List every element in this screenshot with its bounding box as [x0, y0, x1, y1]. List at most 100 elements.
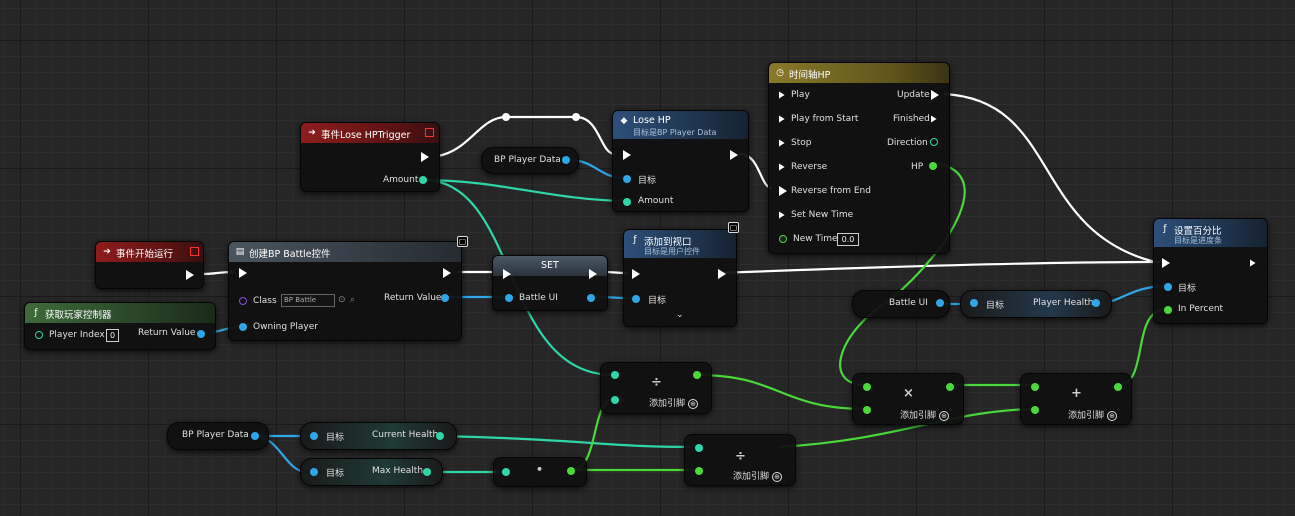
divisor-in-pin[interactable] [611, 396, 619, 404]
target-in-pin[interactable] [1164, 283, 1172, 291]
product-out-pin[interactable] [946, 383, 954, 391]
return-value-pin[interactable] [441, 294, 449, 302]
add-pin-button[interactable]: 添加引脚⊕ [733, 469, 783, 482]
new-time-label: New Time [793, 234, 838, 244]
event-lose-hp-trigger-node[interactable]: ➔ 事件Lose HPTrigger Amount [300, 122, 440, 192]
battle-ui-variable-node[interactable]: Battle UI [852, 290, 950, 318]
expand-chevron-icon[interactable]: ⌄ [676, 310, 684, 320]
play-from-start-pin[interactable] [779, 114, 787, 124]
exec-in-pin[interactable] [1162, 258, 1170, 268]
class-browse-icon[interactable]: ⊙ [338, 295, 346, 305]
lose-hp-function-node[interactable]: ◆ Lose HP 目标是BP Player Data 目标 Amount [612, 110, 749, 212]
add-to-viewport-node[interactable]: ƒ 添加到视口 目标是用户控件 ▢ 目标 ⌄ [623, 222, 739, 327]
max-health-getter-node[interactable]: 目标 Max Health [300, 458, 443, 486]
exec-in-pin[interactable] [623, 150, 631, 160]
set-battle-ui-node[interactable]: SET Battle UI [492, 255, 608, 311]
max-health-out-pin[interactable] [423, 468, 431, 476]
add-pin-button[interactable]: 添加引脚⊕ [1068, 408, 1118, 421]
set-new-time-pin[interactable] [779, 210, 787, 220]
dividend-in-pin[interactable] [611, 371, 619, 379]
variable-out-pin[interactable] [251, 432, 259, 440]
target-in-pin[interactable] [310, 468, 318, 476]
delegate-pin[interactable] [425, 128, 434, 137]
exec-in-pin[interactable] [632, 269, 640, 279]
amount-in-pin[interactable] [623, 198, 631, 206]
exec-in-pin[interactable] [503, 269, 511, 279]
reverse-pin[interactable] [779, 162, 787, 172]
convert-out-pin[interactable] [567, 467, 575, 475]
player-index-pin[interactable] [35, 331, 43, 339]
dividend-in-pin[interactable] [695, 444, 703, 452]
current-health-getter-node[interactable]: 目标 Current Health [300, 422, 457, 450]
set-percent-node[interactable]: ƒ 设置百分比 目标是进度条 目标 In Percent [1153, 218, 1268, 324]
battle-ui-in-pin[interactable] [505, 294, 513, 302]
reverse-from-end-pin[interactable] [779, 186, 787, 196]
create-widget-node[interactable]: ▤ 创建BP Battle控件 ▢ Class BP Battle ⊙ ⌕ Re… [228, 236, 468, 341]
hp-out-pin[interactable] [929, 162, 937, 170]
exec-out-pin[interactable] [589, 269, 597, 279]
target-in-pin[interactable] [970, 299, 978, 307]
target-in-pin[interactable] [310, 432, 318, 440]
add-node[interactable]: + 添加引脚⊕ [1020, 373, 1132, 425]
amount-out-pin[interactable] [419, 176, 427, 184]
divide-node-2[interactable]: ÷ 添加引脚⊕ [684, 434, 796, 486]
delegate-pin[interactable] [190, 247, 199, 256]
multiply-symbol: × [903, 386, 914, 401]
target-in-pin[interactable] [623, 175, 631, 183]
current-health-out-pin[interactable] [436, 432, 444, 440]
b-in-pin[interactable] [1031, 406, 1039, 414]
finished-pin[interactable] [931, 114, 939, 124]
player-index-input[interactable]: 0 [106, 329, 119, 342]
play-label: Play [791, 90, 810, 100]
bp-player-data-variable-node-2[interactable]: BP Player Data [167, 422, 269, 450]
get-player-controller-node[interactable]: ƒ 获取玩家控制器 Player Index 0 Return Value [24, 302, 216, 350]
battle-ui-out-pin[interactable] [587, 294, 595, 302]
direction-pin[interactable] [930, 138, 938, 146]
new-time-input[interactable]: 0.0 [837, 233, 859, 246]
exec-in-pin[interactable] [239, 268, 247, 278]
exec-out-pin[interactable] [730, 150, 738, 160]
b-in-pin[interactable] [863, 406, 871, 414]
node-header [229, 242, 461, 262]
player-health-label: Player Health [1033, 298, 1094, 308]
bp-player-data-variable-node[interactable]: BP Player Data [481, 147, 579, 174]
direction-label: Direction [887, 138, 928, 148]
a-in-pin[interactable] [863, 383, 871, 391]
player-health-getter-node[interactable]: 目标 Player Health [960, 290, 1112, 318]
target-in-pin[interactable] [632, 295, 640, 303]
exec-out-pin[interactable] [186, 270, 194, 280]
class-pin[interactable] [239, 297, 247, 305]
convert-in-pin[interactable] [502, 468, 510, 476]
finished-label: Finished [893, 114, 930, 124]
owning-player-pin[interactable] [239, 323, 247, 331]
stop-pin[interactable] [779, 138, 787, 148]
add-pin-button[interactable]: 添加引脚⊕ [649, 396, 699, 409]
update-pin[interactable] [931, 90, 939, 100]
multiply-node[interactable]: × 添加引脚⊕ [852, 373, 964, 425]
reroute-node-1 [502, 113, 510, 121]
exec-out-pin[interactable] [421, 152, 429, 162]
exec-out-pin[interactable] [443, 268, 451, 278]
class-search-icon[interactable]: ⌕ [350, 295, 356, 305]
player-health-out-pin[interactable] [1092, 299, 1100, 307]
variable-out-pin[interactable] [562, 156, 570, 164]
divide-node[interactable]: ÷ 添加引脚⊕ [600, 362, 712, 414]
divisor-in-pin[interactable] [695, 467, 703, 475]
play-pin[interactable] [779, 90, 787, 100]
class-dropdown[interactable]: BP Battle [281, 294, 335, 307]
quotient-out-pin[interactable] [693, 371, 701, 379]
return-value-pin[interactable] [197, 330, 205, 338]
add-pin-button[interactable]: 添加引脚⊕ [900, 408, 950, 421]
new-time-pin[interactable] [779, 235, 787, 243]
event-begin-play-node[interactable]: ➔ 事件开始运行 [95, 241, 204, 289]
convert-int-to-float-node[interactable]: • [493, 457, 587, 487]
variable-out-pin[interactable] [936, 299, 944, 307]
timeline-hp-node[interactable]: ◷ 时间轴HP Play Play from Start Stop Revers… [768, 62, 950, 254]
exec-out-pin[interactable] [718, 269, 726, 279]
a-in-pin[interactable] [1031, 383, 1039, 391]
function-icon: ƒ [34, 308, 38, 318]
sum-out-pin[interactable] [1114, 383, 1122, 391]
exec-out-pin[interactable] [1250, 258, 1258, 268]
in-percent-pin[interactable] [1164, 306, 1172, 314]
